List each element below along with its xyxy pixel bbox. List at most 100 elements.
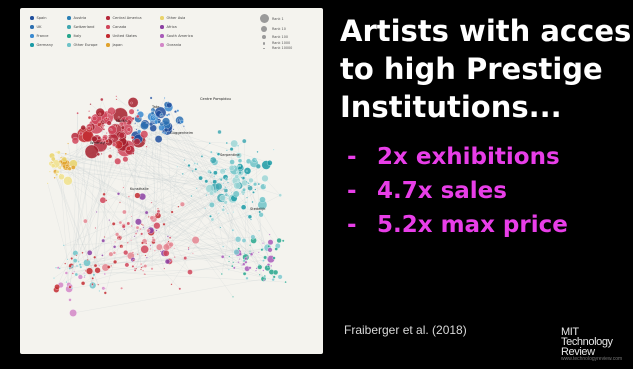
institution-node <box>227 212 229 215</box>
institution-node <box>222 205 225 208</box>
network-edge <box>108 266 144 271</box>
institution-node <box>120 286 123 290</box>
network-edge <box>80 133 93 286</box>
institution-node <box>168 114 171 116</box>
institution-node <box>237 247 241 251</box>
institution-node <box>68 267 72 270</box>
institution-node <box>115 124 118 128</box>
institution-node <box>238 258 241 260</box>
legend-item: Africa <box>160 25 177 29</box>
institution-node <box>147 216 150 218</box>
institution-node <box>161 248 164 250</box>
institution-node <box>149 244 152 247</box>
institution-node <box>102 128 106 131</box>
institution-node <box>232 296 234 298</box>
institution-node <box>223 200 228 205</box>
legend-label: France <box>36 34 49 38</box>
institution-node <box>60 165 63 167</box>
institution-node <box>142 269 145 272</box>
network-edge <box>63 236 253 246</box>
institution-node <box>88 110 91 113</box>
legend-item: UK <box>30 25 42 29</box>
network-edge <box>87 139 98 260</box>
institution-node <box>256 150 259 153</box>
legend-item: Other Europe <box>67 43 97 47</box>
institution-node <box>134 232 138 235</box>
institution-node <box>245 181 248 183</box>
institution-node <box>132 259 135 262</box>
institution-node <box>167 101 170 104</box>
institution-node <box>159 250 162 253</box>
institution-node <box>222 200 225 203</box>
institution-node <box>127 131 130 134</box>
node-label: Tate <box>151 105 160 109</box>
network-edge <box>55 171 224 184</box>
institution-node <box>100 153 103 155</box>
institution-node <box>221 255 225 259</box>
legend-swatch <box>160 34 164 38</box>
institution-node <box>59 173 62 176</box>
legend-label: Spain <box>36 16 47 20</box>
institution-node <box>149 248 152 250</box>
institution-node <box>101 140 104 143</box>
institution-node <box>116 192 121 196</box>
institution-node <box>70 165 76 170</box>
network-edge <box>61 157 231 201</box>
institution-node <box>228 268 230 271</box>
institution-node <box>84 274 86 277</box>
institution-node <box>208 142 211 145</box>
legend-label: Switzerland <box>73 25 95 29</box>
institution-node <box>131 117 135 121</box>
institution-node <box>70 257 74 260</box>
institution-node <box>58 161 62 164</box>
legend-item: Japan <box>106 43 123 47</box>
institution-node <box>242 262 246 266</box>
network-edge <box>128 148 275 277</box>
network-edge <box>58 152 227 195</box>
institution-node <box>219 177 221 180</box>
institution-node <box>204 179 209 184</box>
legend-item: Other Asia <box>160 16 185 20</box>
title-line-3: Institutions... <box>340 90 562 124</box>
institution-node <box>135 267 138 270</box>
legend-label: Oceania <box>166 43 182 47</box>
institution-node <box>117 235 121 240</box>
institution-node <box>187 246 190 249</box>
institution-node <box>138 117 141 120</box>
institution-node <box>143 273 146 275</box>
title-line-1: Artists with access <box>340 14 630 48</box>
legend-item: France <box>30 34 48 38</box>
institution-node <box>217 129 222 135</box>
institution-node <box>222 245 225 248</box>
network-edge <box>54 173 93 286</box>
institution-node <box>119 201 121 204</box>
institution-node <box>103 287 106 290</box>
institution-node <box>272 256 276 260</box>
institution-node <box>87 126 91 131</box>
legend-swatch <box>160 16 164 20</box>
institution-node <box>264 184 267 187</box>
institution-node <box>173 247 176 250</box>
institution-node <box>145 122 148 124</box>
institution-node <box>99 120 102 122</box>
institution-node <box>219 226 222 229</box>
institution-node <box>247 214 252 219</box>
institution-node <box>228 255 231 258</box>
institution-node <box>166 102 173 108</box>
institution-node <box>187 163 191 168</box>
institution-node <box>245 170 248 172</box>
institution-node <box>140 263 143 266</box>
institution-node <box>221 208 225 212</box>
institution-node <box>113 259 118 264</box>
institution-node <box>257 264 263 270</box>
network-edge <box>111 111 241 173</box>
institution-node <box>278 193 282 197</box>
legend-swatch <box>160 43 164 47</box>
legend-label: Canada <box>112 25 127 29</box>
network-edge <box>137 195 281 278</box>
institution-node <box>110 129 113 131</box>
network-edge <box>85 270 286 283</box>
slide-title: Artists with access to high Prestige Ins… <box>340 12 630 126</box>
institution-node <box>154 215 157 218</box>
network-edge <box>157 208 266 258</box>
